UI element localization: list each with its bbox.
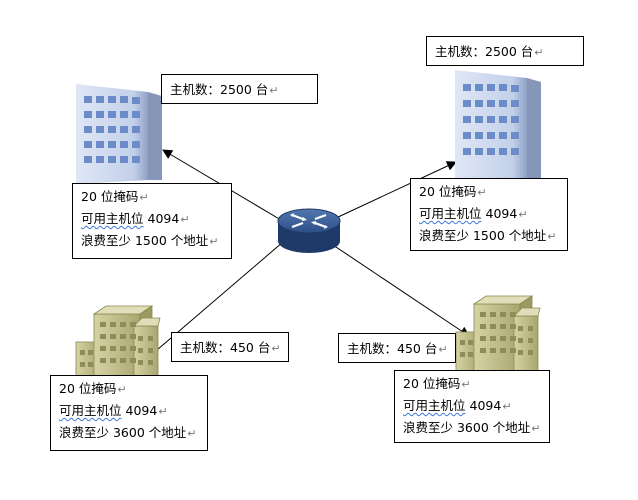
subnet-info-box: 20 位掩码↵ 可用主机位 4094↵ 浪费至少 1500 个地址↵ [72, 183, 232, 259]
subnet-info-box: 20 位掩码↵ 可用主机位 4094↵ 浪费至少 3600 个地址↵ [394, 370, 550, 443]
router-icon [277, 208, 341, 253]
office-building-icon [76, 84, 162, 184]
usable-prefix: 可用主机位 [419, 206, 482, 221]
link-bottom-right [329, 242, 470, 337]
waste-label: 浪费至少 1500 个地址 [81, 233, 209, 248]
mask-label: 20 位掩码 [59, 381, 117, 396]
apartment-building-icon [455, 295, 541, 375]
subnet-info-box: 20 位掩码↵ 可用主机位 4094↵ 浪费至少 3600 个地址↵ [50, 375, 208, 451]
waste-label: 浪费至少 3600 个地址 [59, 425, 187, 440]
usable-value: 4094 [147, 211, 180, 226]
link-top-right [335, 161, 457, 219]
usable-value: 4094 [469, 398, 502, 413]
usable-prefix: 可用主机位 [403, 398, 466, 413]
host-count-label: 主机数：450 台↵ [338, 333, 456, 363]
apartment-building-icon [75, 305, 161, 385]
mask-label: 20 位掩码 [419, 184, 477, 199]
waste-label: 浪费至少 3600 个地址 [403, 420, 531, 435]
usable-prefix: 可用主机位 [59, 403, 122, 418]
usable-value: 4094 [485, 206, 518, 221]
usable-prefix: 可用主机位 [81, 211, 144, 226]
host-count-label: 主机数：450 台↵ [171, 332, 289, 362]
link-bottom-left [142, 241, 284, 363]
usable-value: 4094 [125, 403, 158, 418]
mask-label: 20 位掩码 [403, 376, 461, 391]
host-count-label: 主机数：2500 台↵ [161, 74, 318, 104]
subnet-info-box: 20 位掩码↵ 可用主机位 4094↵ 浪费至少 1500 个地址↵ [410, 178, 568, 251]
host-count-label: 主机数：2500 台↵ [426, 36, 584, 66]
waste-label: 浪费至少 1500 个地址 [419, 228, 547, 243]
office-building-icon [455, 70, 541, 182]
mask-label: 20 位掩码 [81, 189, 139, 204]
